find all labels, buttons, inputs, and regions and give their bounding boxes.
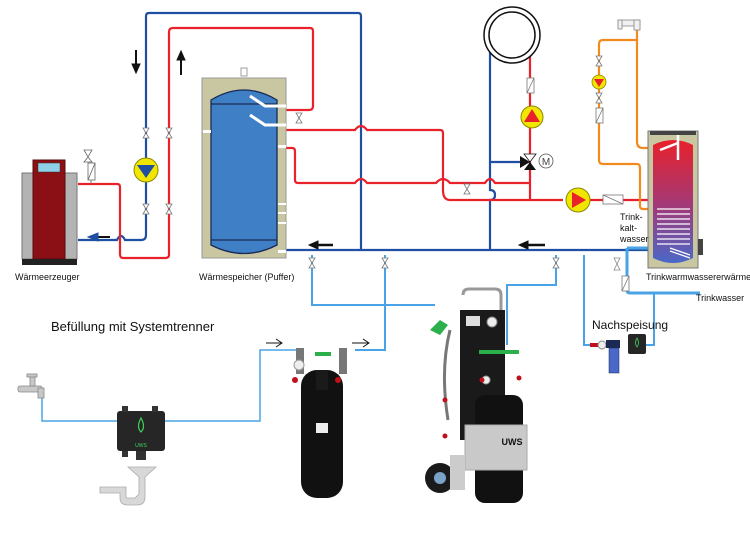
supply-pipe-top-loop	[167, 26, 315, 255]
label-dhw-heater: Trinkwarmwassererwärmer	[646, 272, 750, 282]
system-separator[interactable]: UWS	[117, 406, 165, 460]
dhw-circulation-network	[597, 30, 658, 211]
arrow-right-icon	[266, 338, 283, 348]
faucet-icon	[617, 19, 641, 31]
label-make-up: Nachspeisung	[592, 318, 669, 332]
boiler-pump[interactable]	[133, 157, 159, 183]
svg-text:UWS: UWS	[502, 437, 523, 447]
check-valves	[526, 77, 630, 292]
supply-pipe-network	[78, 26, 652, 260]
dhw-heater[interactable]	[647, 130, 703, 269]
drain-trap-icon	[99, 466, 158, 506]
motorized-mixing-valve[interactable]: M	[520, 153, 554, 170]
arrow-right-icon	[352, 338, 370, 348]
supply-pipe-buffer-mid	[286, 146, 530, 185]
safety-valve	[83, 149, 96, 184]
safety-valve-dhw	[613, 257, 621, 271]
label-cold-water-in: Trink- kalt- wasser	[620, 212, 649, 244]
return-pipe-network	[78, 11, 700, 252]
svg-text:M: M	[542, 157, 550, 168]
arrow-up-icon	[176, 49, 186, 75]
supply-pipe-from-boiler	[78, 182, 171, 260]
make-up-filter-unit[interactable]	[590, 334, 646, 374]
return-pipe-heating-circuit	[488, 40, 497, 250]
svg-text:UWS: UWS	[135, 443, 147, 449]
arrow-left-icon	[86, 232, 110, 242]
arrow-down-icon	[131, 50, 141, 75]
arrow-left-icon	[307, 240, 333, 250]
heating-circuit-coil	[483, 6, 541, 64]
buffer-tank[interactable]	[201, 67, 287, 259]
label-potable-water: Trinkwasser	[696, 293, 745, 303]
demineralization-cartridge[interactable]	[292, 348, 347, 498]
circulation-pump[interactable]	[591, 74, 607, 90]
supply-pipe-buffer-upper	[286, 124, 445, 190]
label-buffer-tank: Wärmespeicher (Puffer)	[199, 272, 295, 282]
water-tap-icon	[17, 373, 45, 399]
mobile-filling-cart[interactable]: UWS	[425, 287, 528, 503]
storage-charging-pump[interactable]	[565, 187, 591, 213]
supply-pipe-to-dhw	[441, 189, 563, 202]
potable-water-network	[41, 246, 700, 422]
return-pipe-top-loop	[144, 11, 363, 250]
label-filling-title: Befüllung mit Systemtrenner	[51, 319, 215, 334]
label-heat-generator: Wärmeerzeuger	[15, 272, 80, 282]
heat-generator[interactable]	[21, 159, 78, 265]
arrow-left-icon	[517, 240, 545, 250]
heating-circuit-pump[interactable]	[520, 105, 544, 129]
return-pipe-to-boiler	[78, 135, 148, 242]
flow-arrows	[86, 49, 545, 348]
